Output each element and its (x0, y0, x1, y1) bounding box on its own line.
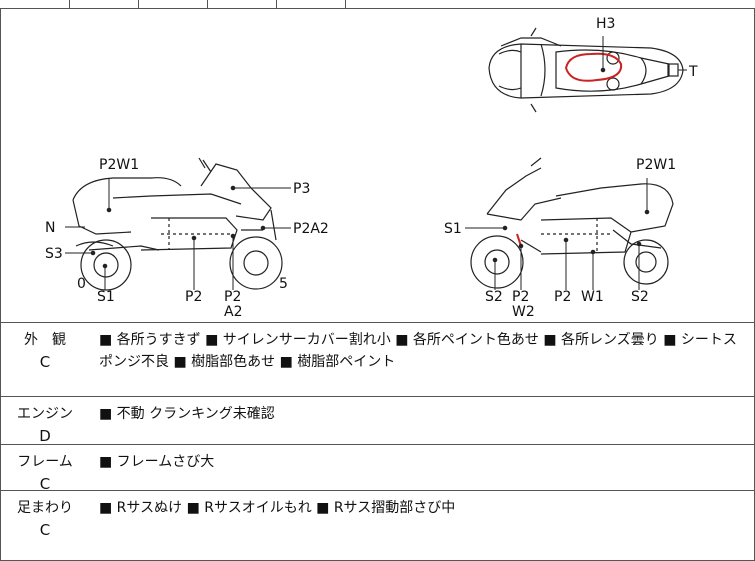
row-suspension-grade: C (39, 521, 51, 539)
row-engine-grade: D (39, 427, 51, 445)
label-right-s1: S1 (444, 221, 462, 237)
label-h3: H3 (596, 16, 615, 32)
row-frame-text: ■ フレームさび大 (99, 454, 215, 470)
row-suspension-head: 足まわり C (1, 491, 89, 539)
label-right-s2b: S2 (631, 289, 649, 305)
label-left-p2b: P2 (224, 289, 241, 305)
row-engine: エンジン D ■ 不動 クランキング未確認 (0, 397, 755, 445)
label-left-5: 5 (279, 276, 288, 292)
label-left-p2a2: P2A2 (293, 221, 329, 237)
row-frame: フレーム C ■ フレームさび大 (0, 445, 755, 493)
row-exterior: 外 観 C ■ 各所うすきず ■ サイレンサーカバー割れ小 ■ 各所ペイント色あ… (0, 323, 755, 397)
scooter-top-view (488, 27, 684, 113)
row-engine-head: エンジン D (1, 397, 89, 445)
row-engine-text: ■ 不動 クランキング未確認 (99, 406, 275, 422)
top-table-strip (0, 0, 755, 9)
label-left-p2w1: P2W1 (99, 157, 139, 173)
row-exterior-name: 外 観 (24, 332, 66, 348)
right-callout-lines (465, 178, 650, 290)
damage-mark-seat (564, 52, 623, 82)
row-exterior-head: 外 観 C (1, 323, 89, 371)
row-suspension-name: 足まわり (17, 500, 73, 516)
label-left-p3: P3 (293, 181, 310, 197)
label-left-s1: S1 (97, 289, 115, 305)
row-suspension-text: ■ Rサスぬけ ■ Rサスオイルもれ ■ Rサス摺動部さび中 (99, 500, 456, 516)
row-engine-name: エンジン (17, 406, 73, 422)
damage-diagram: H3 T P2W1 P3 N P2A2 S3 0 5 S1 P2 P2 A2 P… (0, 8, 755, 323)
row-exterior-text: ■ 各所うすきず ■ サイレンサーカバー割れ小 ■ 各所ペイント色あせ ■ 各所… (99, 332, 737, 370)
label-left-0: 0 (77, 276, 86, 292)
scooter-diagram-svg: H3 T P2W1 P3 N P2A2 S3 0 5 S1 P2 P2 A2 P… (45, 16, 698, 320)
label-left-s3: S3 (45, 246, 63, 262)
label-t: T (688, 64, 698, 80)
row-exterior-grade: C (39, 353, 51, 371)
row-suspension: 足まわり C ■ Rサスぬけ ■ Rサスオイルもれ ■ Rサス摺動部さび中 (0, 491, 755, 561)
left-callout-lines (65, 178, 291, 290)
label-right-w2: W2 (512, 304, 535, 320)
scooter-right-view (470, 157, 674, 289)
label-left-a2: A2 (224, 304, 242, 320)
label-left-n: N (45, 220, 55, 236)
row-frame-name: フレーム (17, 454, 73, 470)
label-right-p2b: P2 (554, 289, 571, 305)
label-right-w1: W1 (581, 289, 604, 305)
row-frame-grade: C (39, 475, 51, 493)
row-frame-head: フレーム C (1, 445, 89, 493)
label-right-s2a: S2 (485, 289, 503, 305)
label-right-p2w1: P2W1 (636, 157, 676, 173)
label-right-p2a: P2 (512, 289, 529, 305)
scooter-left-view (72, 157, 283, 291)
label-left-p2: P2 (185, 289, 202, 305)
